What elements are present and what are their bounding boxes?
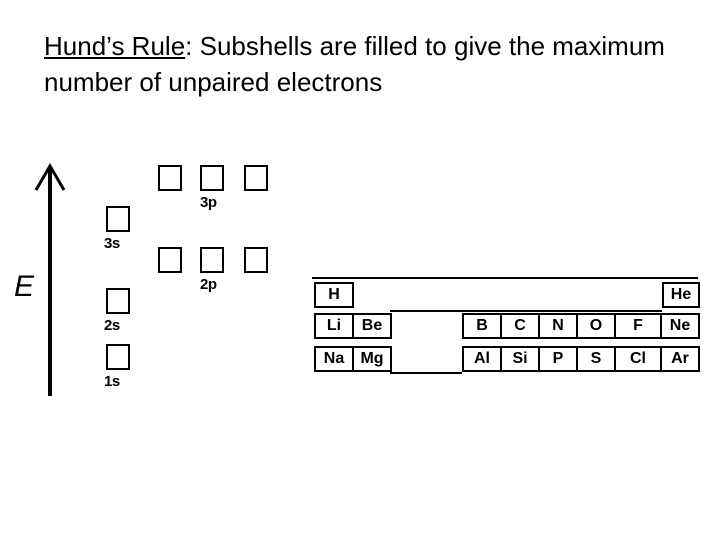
element-al: Al	[462, 346, 502, 372]
element-ne: Ne	[660, 313, 700, 339]
label-3s: 3s	[104, 235, 120, 252]
element-mg: Mg	[352, 346, 392, 372]
label-2p: 2p	[200, 276, 217, 293]
label-3p: 3p	[200, 194, 217, 211]
element-be: Be	[352, 313, 392, 339]
orbital-2p-2	[200, 247, 224, 273]
element-b: B	[462, 313, 502, 339]
label-1s: 1s	[104, 373, 120, 390]
element-n: N	[538, 313, 578, 339]
rule-name: Hund’s Rule	[44, 31, 186, 61]
orbital-2p-3	[244, 247, 268, 273]
element-c: C	[500, 313, 540, 339]
orbital-2p-1	[158, 247, 182, 273]
pt-row1-gap-top	[312, 277, 698, 279]
orbital-3p-1	[158, 165, 182, 191]
orbital-2s	[106, 288, 130, 314]
label-2s: 2s	[104, 317, 120, 334]
element-li: Li	[314, 313, 354, 339]
element-he: He	[662, 282, 700, 308]
pt-gap-middle	[390, 310, 662, 312]
element-p: P	[538, 346, 578, 372]
pt-gap-bottom	[390, 372, 462, 374]
element-cl: Cl	[614, 346, 662, 372]
element-h: H	[314, 282, 354, 308]
slide-title: Hund’s Rule: Subshells are filled to giv…	[44, 28, 694, 100]
element-na: Na	[314, 346, 354, 372]
orbital-3p-2	[200, 165, 224, 191]
rule-description: : Subshells are filled to give the maxim…	[44, 31, 665, 97]
energy-label: E	[14, 270, 35, 303]
element-si: Si	[500, 346, 540, 372]
element-o: O	[576, 313, 616, 339]
element-f: F	[614, 313, 662, 339]
element-s: S	[576, 346, 616, 372]
orbital-3p-3	[244, 165, 268, 191]
orbital-3s	[106, 206, 130, 232]
element-ar: Ar	[660, 346, 700, 372]
energy-arrow-icon	[34, 163, 66, 396]
orbital-1s	[106, 344, 130, 370]
